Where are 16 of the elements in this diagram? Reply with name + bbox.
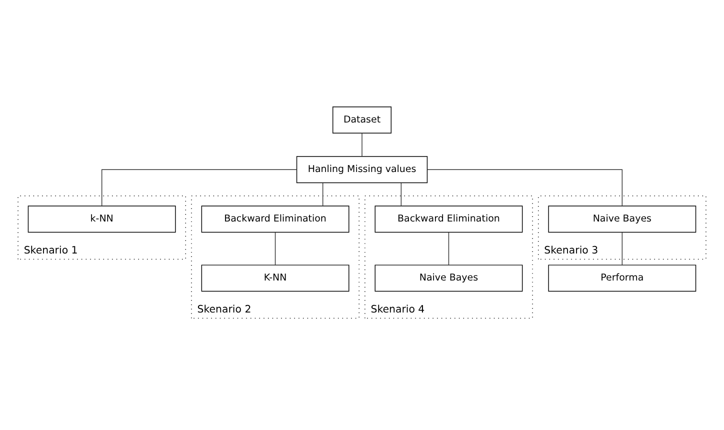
node-box: Naive Bayes — [374, 264, 523, 292]
connector — [426, 168, 623, 206]
connector — [274, 232, 276, 265]
connector — [622, 232, 623, 265]
connector — [448, 232, 450, 265]
node-box: Backward Elimination — [201, 205, 350, 232]
node-box: Backward Elimination — [374, 205, 523, 232]
node-box: Naive Bayes — [548, 205, 696, 232]
node-box: Dataset — [332, 106, 392, 134]
connector — [400, 182, 402, 206]
node-box: K-NN — [201, 264, 350, 292]
node-box: Hanling Missing values — [296, 156, 428, 183]
node-box: k-NN — [28, 205, 176, 232]
connector — [322, 182, 324, 206]
connector — [101, 168, 298, 206]
node-box: Performa — [548, 264, 696, 292]
